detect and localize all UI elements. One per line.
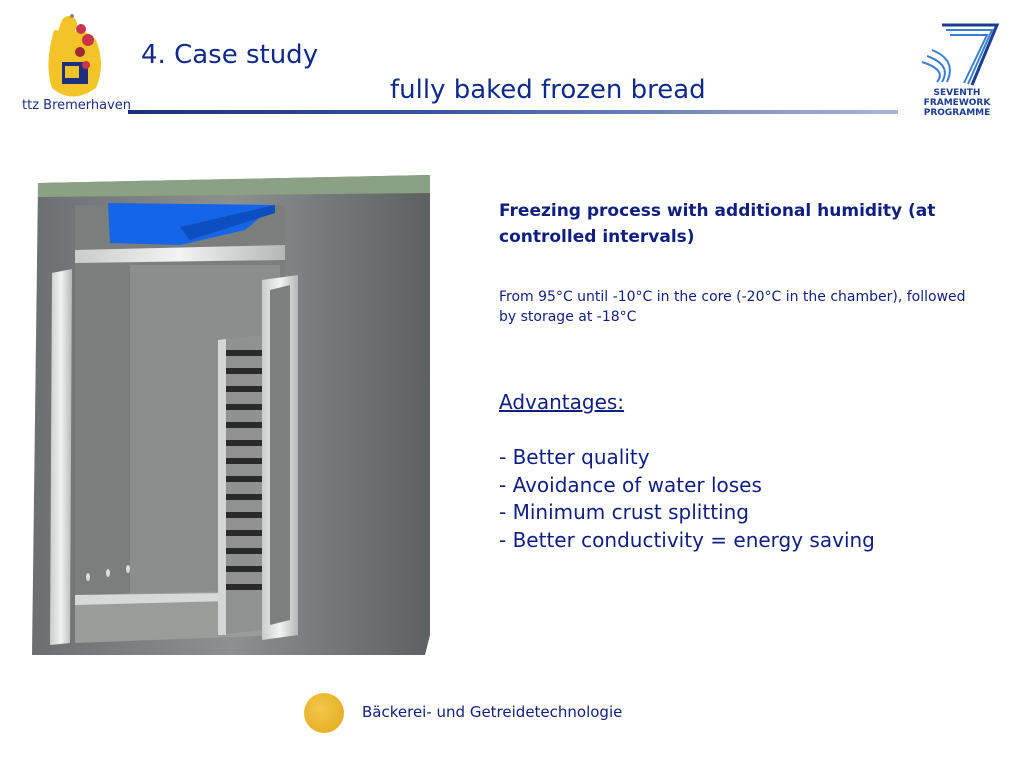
freezer-cabinet-image [32, 175, 430, 655]
ttz-logo-text: ttz Bremerhaven [22, 98, 132, 113]
advantage-item: - Avoidance of water loses [499, 472, 762, 497]
fp7-line-2: PROGRAMME [923, 108, 991, 118]
advantages-title: Advantages: [499, 390, 625, 414]
process-description: From 95°C until -10°C in the core (-20°C… [499, 289, 966, 325]
header-divider [128, 110, 898, 114]
advantage-item: - Better quality [499, 445, 650, 469]
fp7-line-1: SEVENTH FRAMEWORK [923, 88, 991, 108]
process-heading: Freezing process with additional humidit… [499, 201, 936, 247]
footer-logo-dot [304, 693, 344, 733]
slide-title: 4. Case study [141, 40, 319, 70]
ttz-logo [48, 14, 101, 97]
footer-text: Bäckerei- und Getreidetechnologie [362, 703, 623, 721]
fp7-logo [921, 23, 1000, 86]
advantages-list: - Better quality - Avoidance of water lo… [499, 444, 875, 554]
advantage-item: - Better conductivity = energy saving [499, 527, 875, 552]
advantage-item: - Minimum crust splitting [499, 500, 749, 524]
fp7-logo-text: SEVENTH FRAMEWORK PROGRAMME [904, 88, 1010, 118]
slide-subtitle: fully baked frozen bread [390, 75, 706, 105]
